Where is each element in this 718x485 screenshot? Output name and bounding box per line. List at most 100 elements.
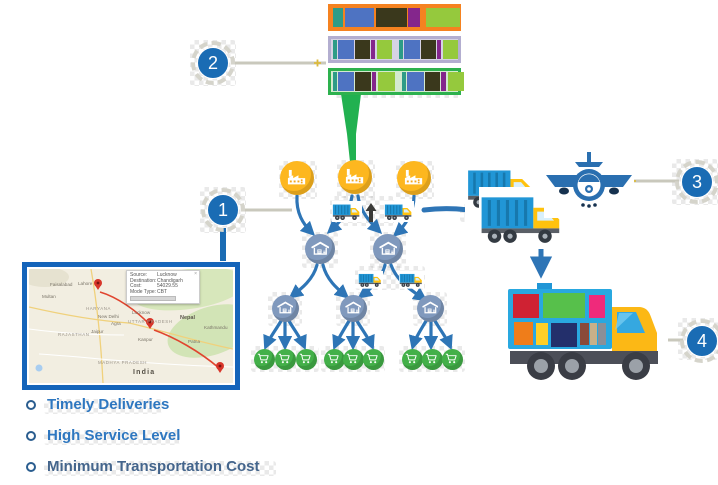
load-segment <box>372 72 376 91</box>
shopping-cart-icon <box>258 354 270 364</box>
bullet-ring-icon <box>26 430 36 441</box>
legend-label: Timely Deliveries <box>47 396 170 413</box>
retailer-node <box>253 348 275 370</box>
load-segment-group <box>333 72 395 91</box>
map-label: Nepal <box>180 315 195 321</box>
load-segment <box>448 72 464 91</box>
shopping-cart-icon <box>426 354 438 364</box>
map-label: India <box>133 369 156 376</box>
shopping-cart-icon <box>406 354 418 364</box>
load-segment <box>376 8 407 27</box>
small-truck-icon <box>399 271 424 289</box>
load-segment <box>441 72 446 91</box>
warehouse-icon <box>421 301 439 314</box>
load-segment <box>437 40 441 59</box>
load-segment <box>407 72 424 91</box>
small-truck <box>399 271 424 289</box>
load-segment <box>443 40 458 59</box>
map-label: Lucknow <box>132 310 151 315</box>
small-truck-icon <box>384 201 414 223</box>
sparkle-icon <box>314 59 321 67</box>
route-info-popup: × Source: Lucknow Destination: Chandigar… <box>126 270 200 304</box>
airplane-icon <box>544 149 634 218</box>
map-pin-icon <box>94 279 102 290</box>
map-label: Faisalabad <box>50 282 73 287</box>
load-plan-charts <box>328 4 464 100</box>
popup-value: 54029.55 <box>157 283 178 290</box>
popup-button[interactable] <box>130 296 176 302</box>
warehouse-node <box>416 294 444 322</box>
map-label: Multan <box>42 294 56 299</box>
map-pin-icon <box>146 318 154 329</box>
shopping-cart-icon <box>279 354 291 364</box>
small-truck <box>384 201 414 223</box>
load-segment <box>355 40 370 59</box>
load-segment <box>404 40 420 59</box>
truck-load-plan-3 <box>328 68 464 95</box>
map-label: Agra <box>111 321 121 326</box>
load-segment <box>421 40 436 59</box>
small-truck <box>358 271 383 289</box>
callout-3: 3 <box>675 160 718 204</box>
map-label: Jaipur <box>91 329 104 334</box>
transport-airplane-box <box>544 149 634 218</box>
load-segment-group <box>399 40 458 59</box>
popup-row: Cost: 54029.55 <box>130 284 196 290</box>
retailer-node <box>295 348 317 370</box>
callout-1: 1 <box>201 188 245 232</box>
factory-icon <box>346 169 364 184</box>
map-label: New Delhi <box>98 314 119 319</box>
legend-item-minimum-transportation-cost: Minimum Transportation Cost <box>26 458 260 475</box>
popup-value: Lucknow <box>157 272 177 278</box>
popup-label: Destination: <box>130 277 157 284</box>
callout-2-number: 2 <box>197 47 229 79</box>
load-segment <box>333 8 343 27</box>
load-segment-group <box>333 40 392 59</box>
popup-row: Source: Lucknow <box>130 272 196 279</box>
load-segment-group <box>402 72 464 91</box>
warehouse-node <box>305 234 335 264</box>
close-icon[interactable]: × <box>194 271 197 277</box>
load-segment <box>378 72 395 91</box>
popup-label: Mode Type: <box>130 288 157 295</box>
small-truck-icon <box>358 271 383 289</box>
load-segment <box>345 8 374 27</box>
load-segment <box>338 72 354 91</box>
map-label: UTTAR PRADESH <box>128 319 173 324</box>
legend-item-high-service-level: High Service Level <box>26 427 260 444</box>
shopping-cart-icon <box>446 354 458 364</box>
warehouse-icon <box>344 301 362 314</box>
truck-load-plan-1 <box>328 4 461 31</box>
load-segment <box>426 8 460 27</box>
route-line <box>99 291 220 369</box>
retailer-node <box>441 348 463 370</box>
up-arrow-icon <box>365 203 377 222</box>
load-segment <box>355 72 371 91</box>
map-label: Patna <box>188 339 201 344</box>
retailer-node <box>421 348 443 370</box>
legend-item-timely-deliveries: Timely Deliveries <box>26 396 260 413</box>
map-label: RAJASTHAN <box>58 332 90 337</box>
load-segment <box>402 72 406 91</box>
load-plan-flow-arrow <box>341 94 361 162</box>
bullet-ring-icon <box>26 399 36 410</box>
load-segment <box>399 40 403 59</box>
legend-label: Minimum Transportation Cost <box>47 458 260 475</box>
popup-row: Mode Type: CBT <box>130 288 196 296</box>
load-segment-group <box>333 8 460 27</box>
retailer-node <box>362 348 384 370</box>
transparency-checker <box>44 399 162 414</box>
load-segment <box>371 40 375 59</box>
popup-label: Cost: <box>130 283 142 290</box>
popup-row: Destination: Chandigarh <box>130 277 196 285</box>
retailer-node <box>323 348 345 370</box>
bullet-ring-icon <box>26 461 36 472</box>
small-truck <box>332 201 362 223</box>
load-segment <box>333 40 337 59</box>
warehouse-icon <box>311 242 329 256</box>
transparency-checker <box>44 461 276 476</box>
factory-icon <box>405 170 423 185</box>
map-label: HARYANA <box>86 306 112 311</box>
shopping-cart-icon <box>367 354 379 364</box>
